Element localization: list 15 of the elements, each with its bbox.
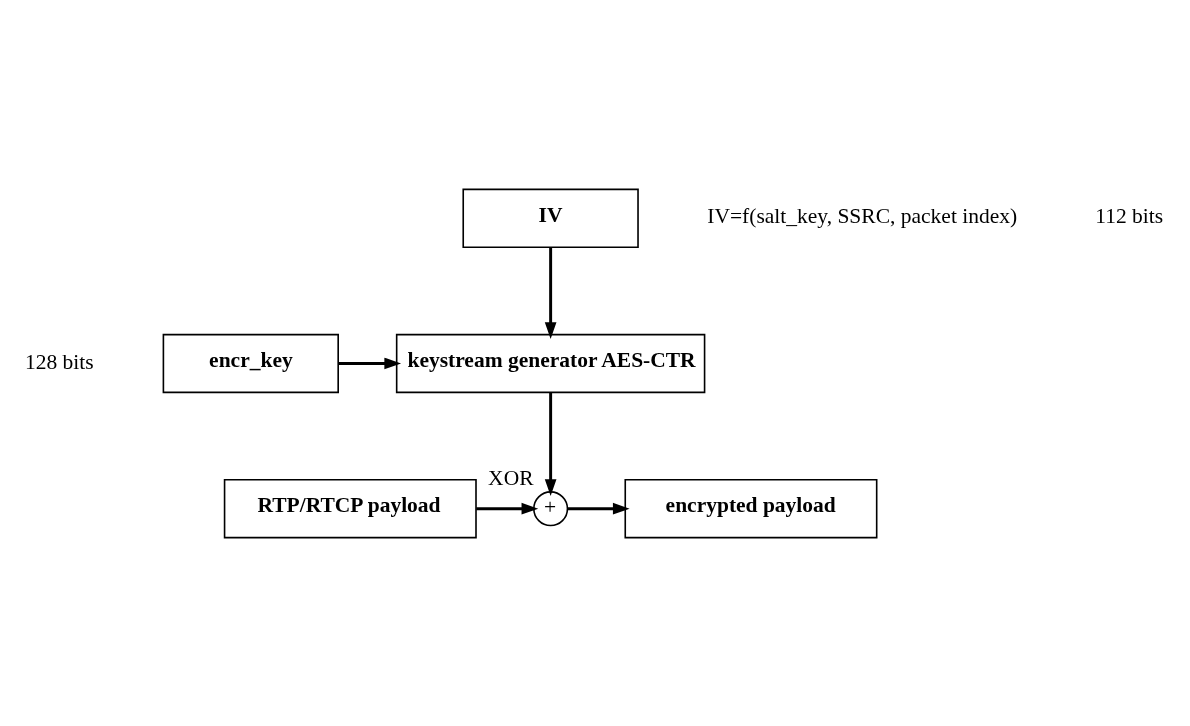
node-box: keystream generator AES-CTR <box>395 333 706 393</box>
node-label: 112 bits <box>1095 203 1164 228</box>
node-label: IV=f(salt_key, SSRC, packet index) <box>707 203 1018 228</box>
arrow <box>476 502 539 515</box>
arrow <box>544 246 557 339</box>
node-circle: + <box>533 490 569 526</box>
arrow <box>338 357 402 369</box>
arrow <box>544 392 557 496</box>
node-box: RTP/RTCP payload <box>223 478 477 538</box>
node-label: 128 bits <box>24 349 94 374</box>
node-box: IV <box>462 188 639 248</box>
node-box: encr_key <box>162 333 339 393</box>
node-box: encrypted payload <box>624 478 878 538</box>
arrow <box>567 502 630 515</box>
node-label: XOR <box>488 465 534 490</box>
